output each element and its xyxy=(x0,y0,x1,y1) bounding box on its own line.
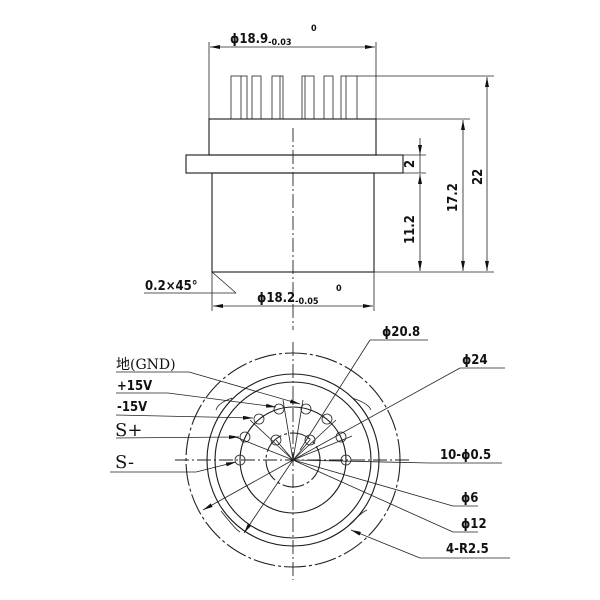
body-height-label: 11.2 xyxy=(403,215,418,244)
total-height-label: 22 xyxy=(471,169,486,185)
top-diameter-upper-tol: 0 xyxy=(311,24,317,34)
label-radius: 4-R2.5 xyxy=(446,542,489,557)
label-plus15v: +15V xyxy=(117,379,152,394)
circle-d12 xyxy=(239,406,347,514)
label-d6: ϕ6 xyxy=(461,491,478,506)
label-d12: ϕ12 xyxy=(461,517,487,532)
label-holes: 10-ϕ0.5 xyxy=(440,448,491,463)
outer-circle-d24 xyxy=(185,352,401,568)
circle-d6 xyxy=(265,432,321,488)
label-d24: ϕ24 xyxy=(462,353,488,368)
side-view xyxy=(144,42,494,330)
chamfer-label: 0.2×45° xyxy=(145,279,198,294)
label-s-minus: S- xyxy=(115,452,134,473)
bottom-diameter-upper-tol: 0 xyxy=(336,284,342,294)
bottom-diameter-label: ϕ18.2-0.05 xyxy=(257,291,319,307)
label-s-plus: S+ xyxy=(115,420,142,441)
label-minus15v: -15V xyxy=(117,400,147,415)
flange-height-label: 2 xyxy=(403,160,418,168)
top-diameter-label: ϕ18.9-0.03 xyxy=(230,32,292,48)
label-gnd: 地(GND) xyxy=(116,357,176,373)
connector-pins xyxy=(230,75,358,120)
bottom-view xyxy=(110,339,510,580)
label-d20-8: ϕ20.8 xyxy=(382,325,420,340)
circle-d20-8 xyxy=(206,373,380,547)
mid-height-label: 17.2 xyxy=(446,183,461,212)
